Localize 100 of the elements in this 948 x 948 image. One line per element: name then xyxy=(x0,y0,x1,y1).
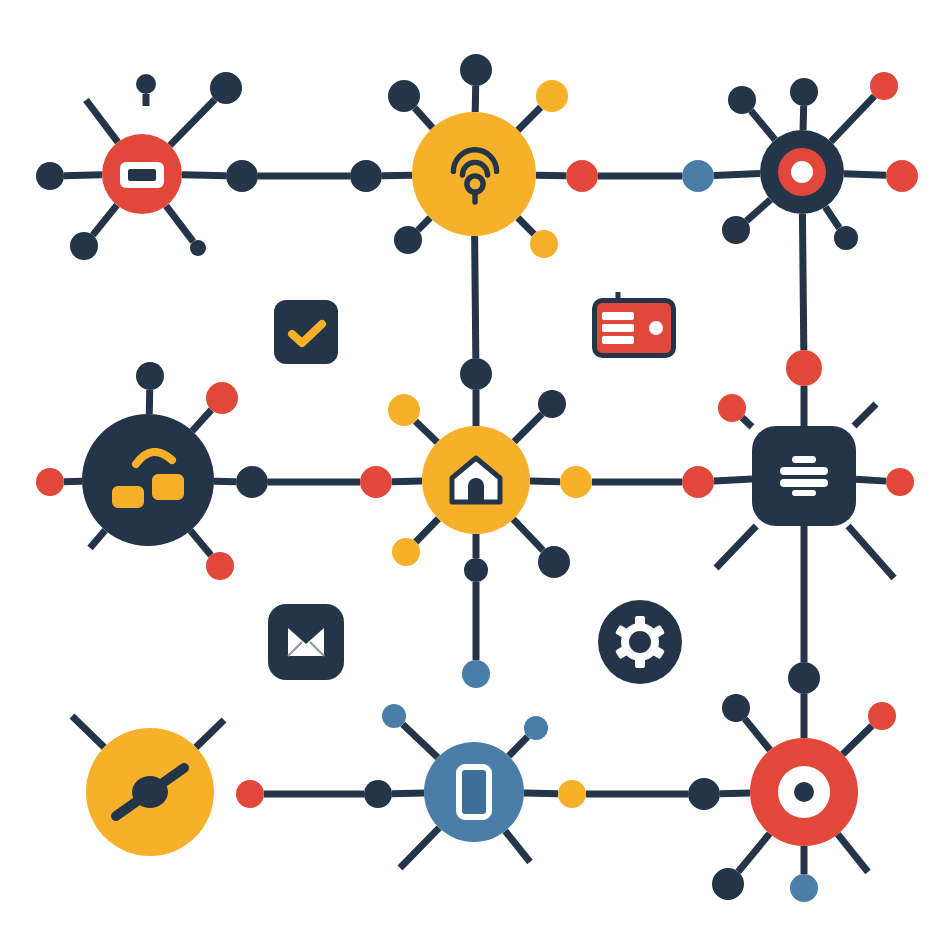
connector-line xyxy=(739,415,755,430)
network-dot xyxy=(462,660,490,688)
connector-line xyxy=(268,478,360,486)
connector-line xyxy=(515,104,544,133)
connector-line xyxy=(391,477,423,486)
network-dot xyxy=(236,466,268,498)
network-dot xyxy=(682,160,714,192)
connector-line xyxy=(413,516,441,545)
network-hub xyxy=(422,426,530,534)
connector-line xyxy=(843,170,887,179)
connector-line xyxy=(167,97,218,148)
connector-line xyxy=(713,475,753,485)
connector-line xyxy=(83,97,121,145)
network-dot xyxy=(718,394,746,422)
network-dot xyxy=(136,362,164,390)
connector-line xyxy=(181,171,227,180)
connector-line xyxy=(187,528,214,558)
network-dot xyxy=(566,160,598,192)
network-dot xyxy=(722,694,750,722)
connector-line xyxy=(735,831,773,874)
connector-line xyxy=(213,477,237,486)
connector-line xyxy=(400,721,441,761)
network-dot xyxy=(226,160,258,192)
network-dot xyxy=(190,240,206,256)
connector-line xyxy=(713,523,759,571)
network-dot xyxy=(382,704,406,728)
connector-line xyxy=(851,401,879,429)
connector-line xyxy=(592,478,682,486)
connector-line xyxy=(397,825,442,871)
connector-line xyxy=(502,828,533,865)
connector-line xyxy=(523,789,559,798)
network-dot xyxy=(886,160,918,192)
connector-line xyxy=(87,527,108,551)
network-dot xyxy=(868,702,896,730)
network-dot xyxy=(886,468,914,496)
connector-line xyxy=(145,389,154,415)
network-dot xyxy=(70,232,98,260)
connector-line xyxy=(800,846,808,874)
connector-line xyxy=(471,235,480,359)
network-dot xyxy=(722,216,750,244)
connector-line xyxy=(845,523,897,581)
connector-line xyxy=(800,526,808,662)
network-dot xyxy=(388,394,420,426)
connector-line xyxy=(472,534,480,558)
connector-line xyxy=(258,172,350,180)
network-hub xyxy=(760,130,844,214)
network-dot xyxy=(530,230,558,258)
network-dot xyxy=(460,54,492,86)
network-dot xyxy=(538,546,570,578)
network-hub xyxy=(82,414,214,546)
connector-line xyxy=(381,171,413,180)
connector-line xyxy=(391,789,425,798)
connector-line xyxy=(471,85,480,113)
network-dot xyxy=(236,780,264,808)
connector-line xyxy=(515,215,537,237)
connector-line xyxy=(163,203,196,244)
network-dot xyxy=(790,874,818,902)
connector-line xyxy=(142,94,150,106)
connector-line xyxy=(800,386,808,426)
connector-line xyxy=(472,390,480,426)
network-hub xyxy=(752,426,856,526)
connector-line xyxy=(413,418,440,445)
connector-line xyxy=(69,713,107,750)
connector-line xyxy=(511,411,545,445)
network-dot xyxy=(36,162,64,190)
network-dot xyxy=(460,358,492,390)
connector-line xyxy=(472,582,480,660)
network-dot xyxy=(788,662,820,694)
connector-line xyxy=(63,477,83,486)
network-dot xyxy=(558,780,586,808)
connector-line xyxy=(586,790,688,798)
connector-line xyxy=(264,790,364,798)
network-dot xyxy=(728,86,756,114)
connector-line xyxy=(193,717,227,750)
connector-line xyxy=(63,171,103,180)
connector-line xyxy=(90,202,120,238)
connector-line xyxy=(744,197,773,224)
connector-line xyxy=(535,171,567,180)
connector-line xyxy=(828,93,877,145)
network-hub xyxy=(412,112,536,236)
connector-line xyxy=(713,170,761,179)
network-dot xyxy=(712,868,744,900)
connector-line xyxy=(822,205,843,230)
network-dot xyxy=(524,716,548,740)
network-dot xyxy=(206,382,238,414)
connector-line xyxy=(742,716,773,753)
connector-line xyxy=(798,213,808,351)
network-dot xyxy=(392,538,420,566)
connector-line xyxy=(598,172,682,180)
connector-line xyxy=(840,723,875,757)
network-dot xyxy=(210,72,242,104)
network-dot xyxy=(786,350,822,386)
network-dot xyxy=(206,552,234,580)
connector-line xyxy=(799,105,808,131)
network-hub xyxy=(86,728,214,856)
connector-line xyxy=(800,694,808,738)
network-dot xyxy=(790,78,818,106)
connector-line xyxy=(510,516,546,553)
network-dot xyxy=(388,80,420,112)
network-dot xyxy=(536,80,568,112)
